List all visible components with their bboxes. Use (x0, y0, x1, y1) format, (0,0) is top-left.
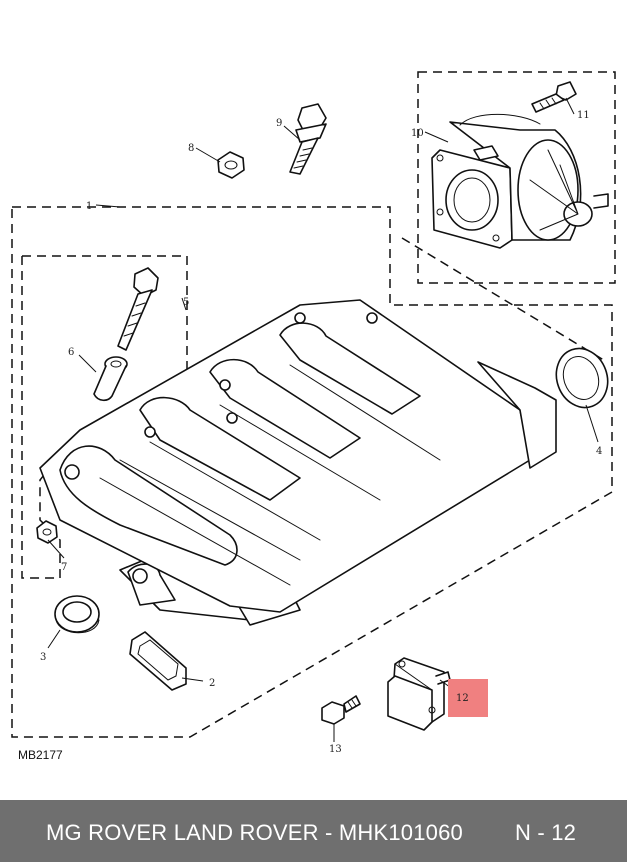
seal-ring-3 (54, 595, 100, 634)
bolt-9 (289, 103, 327, 175)
callout-13: 13 (329, 744, 342, 755)
callout-10: 10 (411, 128, 424, 139)
throttle-body-10 (431, 113, 609, 249)
callout-11: 11 (577, 110, 590, 121)
callout-8: 8 (188, 143, 194, 154)
page-reference: N - 12 (515, 820, 577, 845)
map-sensor-12 (387, 657, 451, 731)
intake-manifold (39, 299, 557, 626)
drawing-code: MB2177 (18, 748, 63, 762)
callout-12: 12 (456, 693, 469, 704)
bolt-13 (321, 695, 361, 725)
callout-7: 7 (61, 562, 67, 573)
bolt-5 (117, 267, 159, 351)
leader-lines (47, 97, 599, 742)
callout-4: 4 (596, 446, 602, 457)
highlight-box-12 (448, 679, 488, 717)
parts-diagram: 1 2 3 4 5 6 7 8 9 10 11 12 13 MB2177 (11, 71, 616, 762)
callout-labels: 1 2 3 4 5 6 7 8 9 10 11 12 13 (40, 110, 602, 755)
assembly-outline-1 (11, 206, 613, 738)
o-ring-4 (555, 347, 609, 409)
gasket-2 (129, 631, 187, 691)
callout-9: 9 (276, 118, 282, 129)
callout-6: 6 (68, 347, 74, 358)
screw-11 (531, 81, 577, 113)
callout-2: 2 (209, 678, 215, 689)
throttle-body-outline (417, 71, 616, 284)
footer-bar: MG ROVER LAND ROVER - MHK101060 N - 12 (0, 800, 627, 862)
spacer-6 (93, 356, 128, 402)
callout-1: 1 (86, 201, 92, 212)
part-number-label: MG ROVER LAND ROVER - MHK101060 (46, 820, 463, 845)
nut-7 (36, 520, 58, 544)
nut-8 (217, 151, 245, 179)
throttle-connector-line (401, 237, 608, 363)
callout-5: 5 (183, 297, 189, 308)
callout-3: 3 (40, 652, 46, 663)
assembly-outline-5 (21, 255, 188, 579)
